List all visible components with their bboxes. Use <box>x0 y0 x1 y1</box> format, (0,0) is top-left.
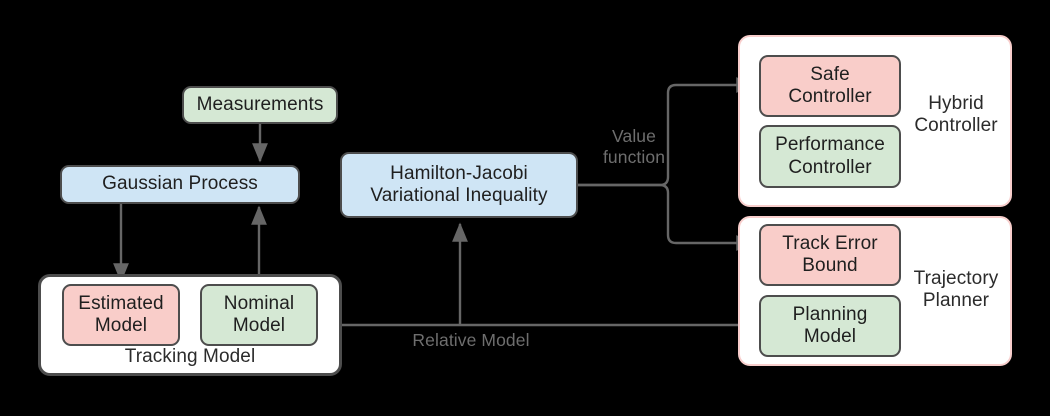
node-hamilton-jacobi-variational-inequality[interactable]: Hamilton-Jacobi Variational Inequality <box>340 152 578 218</box>
node-estimated-model[interactable]: Estimated Model <box>62 284 180 346</box>
group-label-tracking-model: Tracking Model <box>124 346 256 367</box>
node-safe-controller[interactable]: Safe Controller <box>759 55 901 117</box>
node-nominal-model[interactable]: Nominal Model <box>200 284 318 346</box>
group-label-trajectory-planner: Trajectory Planner <box>913 268 999 312</box>
node-performance-controller[interactable]: Performance Controller <box>759 125 901 188</box>
edge-label-relative-model: Relative Model <box>412 330 530 350</box>
node-track-error-bound[interactable]: Track Error Bound <box>759 224 901 286</box>
node-planning-model[interactable]: Planning Model <box>759 295 901 357</box>
group-label-hybrid-controller: Hybrid Controller <box>914 93 998 137</box>
node-measurements[interactable]: Measurements <box>182 86 338 124</box>
node-gaussian-process[interactable]: Gaussian Process <box>60 165 300 204</box>
edge-label-value-function: Value function <box>602 126 666 167</box>
edge-hjvi-to-track-error <box>578 183 756 251</box>
